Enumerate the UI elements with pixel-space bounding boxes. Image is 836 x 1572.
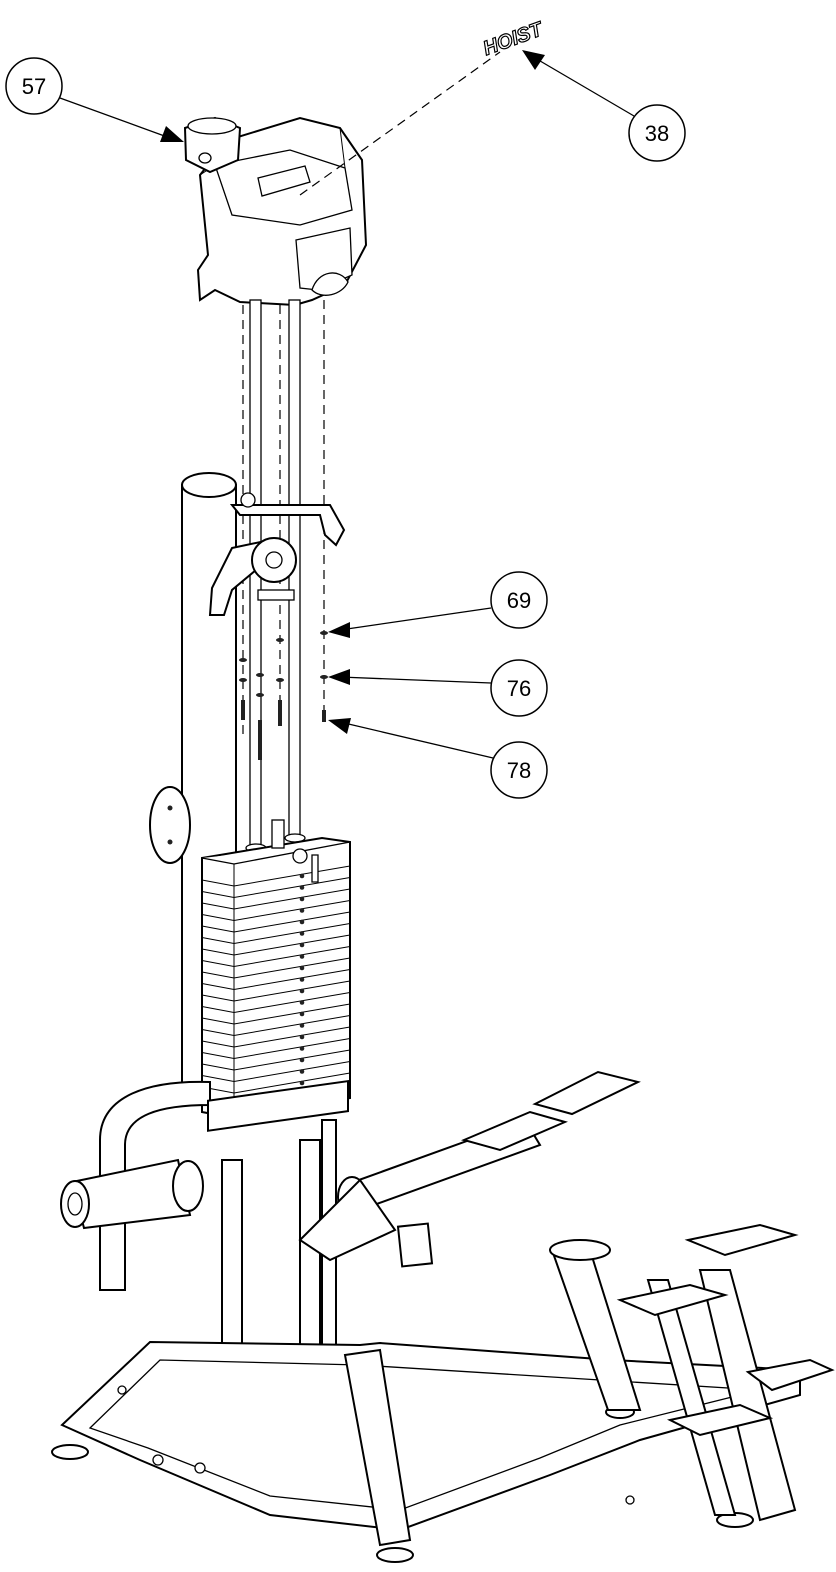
weight-stack — [201, 819, 351, 1120]
callout-57: 57 — [5, 57, 184, 142]
pin-hole — [299, 1023, 305, 1028]
pin-hole — [299, 1034, 305, 1040]
weight-plate-line — [201, 969, 351, 991]
svg-text:57: 57 — [22, 74, 46, 99]
pin-hole — [299, 977, 305, 982]
pin-hole — [299, 931, 305, 936]
top-pulley-bracket — [208, 492, 346, 616]
cup-holder-part — [183, 116, 242, 174]
pin-hole — [299, 1057, 305, 1063]
weight-plate-line — [201, 1061, 351, 1083]
top-shroud — [196, 116, 368, 307]
selector-pin-holes — [299, 873, 305, 1097]
weight-plate-line — [201, 1038, 351, 1060]
weight-plate-line — [201, 923, 351, 945]
pin-hole — [299, 896, 305, 902]
weight-plate-line — [201, 900, 351, 922]
pin-hole — [299, 1011, 305, 1017]
weight-plate-line — [201, 1049, 351, 1071]
hardware-stack — [239, 631, 328, 760]
pin-hole — [299, 988, 305, 994]
pin-hole — [299, 919, 305, 925]
weight-plate-line — [201, 888, 351, 910]
pin-hole — [299, 873, 305, 879]
weight-plate-line — [201, 1015, 351, 1037]
weight-plate-line — [201, 946, 351, 968]
callout-78: 78 — [328, 718, 548, 799]
right-platform — [343, 1223, 835, 1547]
callout-69: 69 — [328, 571, 548, 638]
pin-hole — [299, 1000, 305, 1005]
pin-hole — [299, 965, 305, 971]
callout-38: 38 — [522, 50, 686, 162]
svg-text:78: 78 — [507, 758, 531, 783]
svg-text:76: 76 — [507, 676, 531, 701]
weight-plate-line — [201, 1072, 351, 1094]
weight-plate-line — [201, 877, 351, 899]
pin-hole — [299, 1069, 305, 1074]
weight-plate-line — [201, 934, 351, 956]
weight-plate-line — [201, 1003, 351, 1025]
weight-plate-line — [201, 992, 351, 1014]
weight-plate-line — [201, 911, 351, 933]
pin-hole — [299, 942, 305, 948]
pin-hole — [299, 908, 305, 913]
weight-plate-line — [201, 957, 351, 979]
weight-plate-line — [201, 980, 351, 1002]
weight-plate-line — [201, 1026, 351, 1048]
pin-hole — [299, 1080, 305, 1086]
pin-hole — [299, 954, 305, 959]
pin-hole — [299, 885, 305, 890]
callout-76: 76 — [328, 659, 548, 717]
weight-horn — [149, 786, 191, 864]
svg-text:69: 69 — [507, 588, 531, 613]
weight-plate-line — [201, 865, 351, 887]
svg-text:38: 38 — [645, 121, 669, 146]
pin-hole — [299, 1046, 305, 1051]
